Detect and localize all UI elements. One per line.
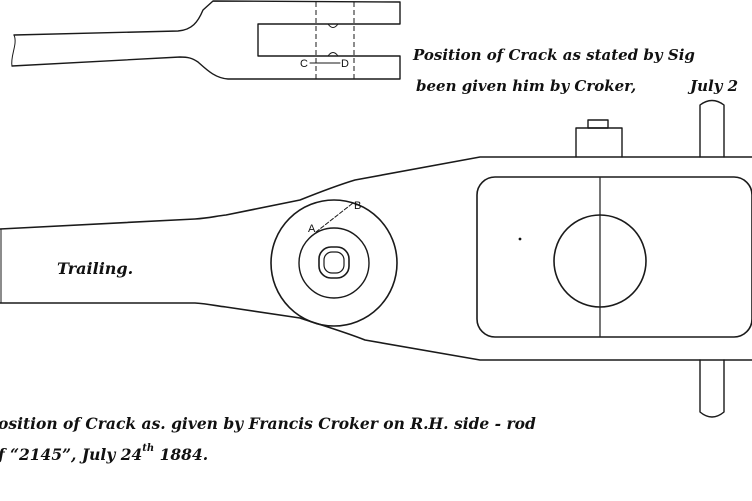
- bottom-caption-superscript: th: [142, 443, 154, 454]
- top-lug: [575, 119, 623, 158]
- label-point-a: A: [308, 223, 316, 235]
- forked-rod-detail: [11, 0, 401, 80]
- bottom-caption-line-2: f “2145”, July 24th 1884.: [0, 443, 208, 464]
- strap-block: [476, 176, 752, 338]
- top-caption-line-2: been given him by Croker,: [416, 77, 636, 95]
- rod-body: [0, 156, 752, 361]
- cross-pin: [699, 99, 725, 418]
- bearing-circle: [553, 214, 647, 308]
- label-point-d: D: [341, 58, 349, 70]
- center-dot: [518, 237, 522, 241]
- label-point-b: B: [354, 200, 361, 212]
- small-end-eye: [270, 199, 398, 327]
- bottom-caption-line-1: osition of Crack as. given by Francis Cr…: [0, 414, 536, 433]
- top-caption-line-1: Position of Crack as stated by Sig: [412, 46, 695, 64]
- label-point-c: C: [300, 58, 308, 70]
- bottom-caption-year: 1884.: [154, 445, 208, 464]
- bottom-caption-main: f “2145”, July 24: [0, 445, 142, 464]
- crack-line-a-b: [315, 202, 354, 233]
- trailing-label: Trailing.: [57, 259, 133, 278]
- top-caption-date: July 2: [687, 77, 738, 95]
